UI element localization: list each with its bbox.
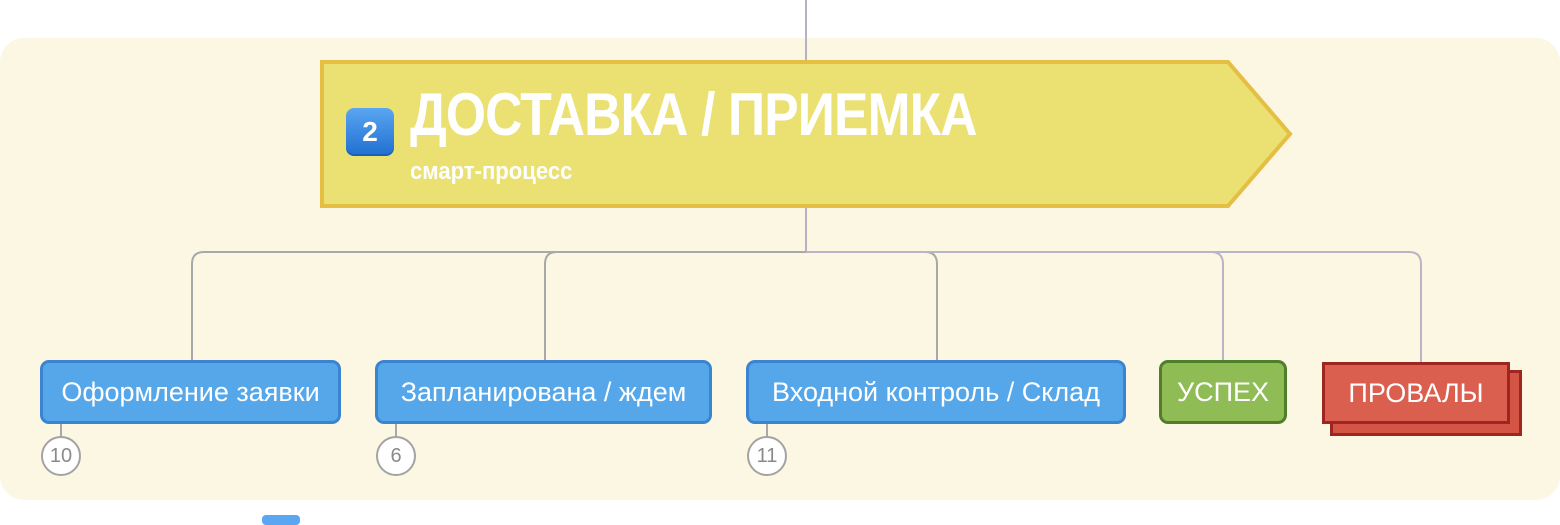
- item-count-badge: 10: [41, 436, 81, 476]
- branch-line: [544, 251, 558, 360]
- success-node[interactable]: УСПЕХ: [1159, 360, 1287, 424]
- priority-badge: 2: [346, 108, 394, 156]
- failure-label: ПРОВАЛЫ: [1348, 377, 1484, 408]
- main-topic-subtitle: смарт-процесс: [410, 158, 573, 185]
- stage-node[interactable]: Запланирована / ждем: [375, 360, 712, 424]
- success-label: УСПЕХ: [1176, 376, 1270, 407]
- main-topic-shape: [320, 60, 1293, 208]
- branch-line: [1211, 251, 1422, 362]
- stage-label: Запланирована / ждем: [400, 376, 687, 407]
- stage-label: Оформление заявки: [61, 376, 320, 407]
- item-count-badge: 6: [376, 436, 416, 476]
- failure-node[interactable]: ПРОВАЛЫ: [1322, 362, 1510, 424]
- stage-label: Входной контроль / Склад: [772, 376, 1100, 407]
- main-topic-title: ДОСТАВКА / ПРИЕМКА: [410, 81, 978, 148]
- item-count-badge: 11: [747, 436, 787, 476]
- main-topic[interactable]: [320, 60, 1294, 210]
- partial-icon: [262, 515, 300, 525]
- branch-line: [191, 251, 938, 360]
- stage-node[interactable]: Оформление заявки: [40, 360, 341, 424]
- branch-line: [806, 251, 1224, 360]
- stage-node[interactable]: Входной контроль / Склад: [746, 360, 1126, 424]
